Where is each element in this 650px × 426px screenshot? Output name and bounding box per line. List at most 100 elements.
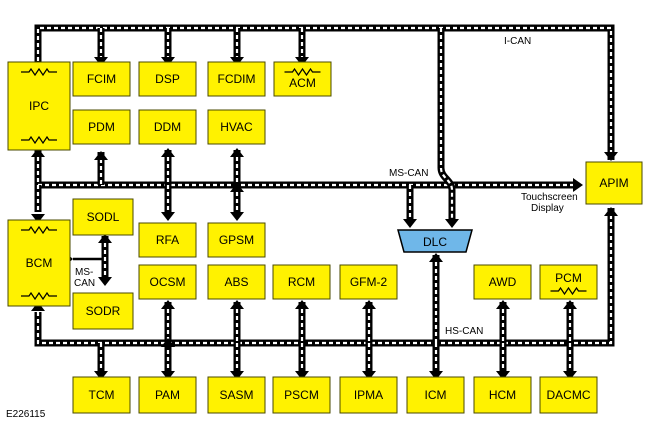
module-label-fcdim: FCDIM	[218, 72, 256, 86]
module-box-pdm	[72, 109, 131, 145]
module-box-gfm2	[339, 264, 398, 300]
module-box-dacmc	[539, 376, 598, 414]
module-label-sodl: SODL	[87, 210, 120, 224]
dlc-label: DLC	[423, 235, 447, 249]
module-pscm: PSCM	[272, 376, 331, 414]
arrow-awd	[496, 300, 510, 309]
module-box-pam	[138, 376, 197, 414]
touchscreen-label-line1: Touchscreen	[521, 192, 578, 203]
arrow-ddm	[161, 148, 175, 157]
module-label-sodr: SODR	[86, 304, 121, 318]
module-box-apim	[585, 161, 643, 205]
module-sasm: SASM	[207, 376, 266, 414]
module-sodl: SODL	[72, 198, 134, 236]
terminating-resistor-icon	[284, 67, 321, 77]
module-box-bcm	[7, 219, 71, 307]
module-box-hcm	[473, 376, 532, 414]
module-box-sodl	[72, 198, 134, 236]
module-label-hvac: HVAC	[220, 120, 253, 134]
module-box-hvac	[207, 109, 266, 145]
module-label-acm: ACM	[289, 76, 316, 90]
arrow-bcm-top	[31, 214, 45, 223]
module-ipma: IPMA	[339, 376, 398, 414]
arrow-rcm	[295, 300, 309, 309]
module-ddm: DDM	[138, 109, 197, 145]
arrow-sasm	[230, 371, 244, 380]
module-pdm: PDM	[72, 109, 131, 145]
terminating-resistor-icon	[550, 286, 587, 296]
module-dacmc: DACMC	[539, 376, 598, 414]
module-box-ipc	[7, 61, 71, 151]
module-fcdim: FCDIM	[207, 61, 266, 97]
module-box-sodr	[72, 292, 134, 330]
ms-can-local-label: MS- CAN	[74, 267, 96, 289]
module-tcm: TCM	[72, 376, 131, 414]
module-label-awd: AWD	[489, 275, 517, 289]
figure-id: E226115	[6, 409, 46, 420]
module-pam: PAM	[138, 376, 197, 414]
module-gpsm: GPSM	[207, 222, 266, 258]
touchscreen-label: Touchscreen Display	[521, 192, 580, 214]
arrow-hcm	[496, 371, 510, 380]
module-apim: APIM	[585, 161, 643, 205]
module-box-fcim	[72, 61, 131, 97]
module-label-hcm: HCM	[489, 388, 516, 402]
module-fcim: FCIM	[72, 61, 131, 97]
arrow-apim-bottom	[604, 207, 618, 216]
arrow-sodr-link	[98, 277, 112, 286]
module-label-bcm: BCM	[26, 256, 53, 270]
module-box-ipma	[339, 376, 398, 414]
module-ocsm: OCSM	[138, 264, 197, 300]
module-label-sasm: SASM	[219, 388, 253, 402]
ms-can-local-label-line2: CAN	[74, 278, 95, 289]
module-sodr: SODR	[72, 292, 134, 330]
module-label-ddm: DDM	[154, 120, 181, 134]
module-label-pam: PAM	[155, 388, 180, 402]
module-ipc: IPC	[7, 61, 71, 151]
ms-can-bus	[34, 150, 578, 189]
arrow-gfm2	[362, 300, 376, 309]
arrow-ocsm	[161, 300, 175, 309]
module-label-pdm: PDM	[88, 120, 115, 134]
ms-can-drops	[34, 150, 414, 220]
module-label-ipma: IPMA	[354, 388, 383, 402]
arrow-ipma	[362, 371, 376, 380]
touchscreen-label-line2: Display	[531, 203, 564, 214]
module-box-gpsm	[207, 222, 266, 258]
module-label-rfa: RFA	[156, 233, 179, 247]
module-box-rcm	[272, 264, 331, 300]
module-label-gpsm: GPSM	[219, 233, 254, 247]
arrow-dlc-ms	[403, 219, 417, 228]
module-rcm: RCM	[272, 264, 331, 300]
module-icm: ICM	[406, 376, 465, 414]
module-label-tcm: TCM	[89, 388, 115, 402]
module-box-fcdim	[207, 61, 266, 97]
arrow-icm	[429, 371, 443, 380]
module-box-ocsm	[138, 264, 197, 300]
module-bcm: BCM	[7, 219, 71, 307]
module-label-dsp: DSP	[155, 72, 180, 86]
module-awd: AWD	[473, 264, 532, 300]
arrow-pam	[161, 371, 175, 380]
module-hvac: HVAC	[207, 109, 266, 145]
arrow-gpsm	[230, 212, 244, 221]
module-box-ddm	[138, 109, 197, 145]
module-label-pcm: PCM	[555, 271, 582, 285]
arrow-pscm	[295, 371, 309, 380]
arrow-hvac	[230, 148, 244, 157]
hs-can-drops	[97, 343, 574, 374]
module-box-icm	[406, 376, 465, 414]
module-box-acm	[273, 61, 332, 97]
arrow-dlc-hs	[429, 253, 443, 262]
module-label-abs: ABS	[224, 275, 248, 289]
arrow-apim-ms	[573, 178, 583, 192]
i-can-label: I-CAN	[504, 36, 531, 47]
module-label-gfm2: GFM-2	[350, 275, 388, 289]
terminating-resistor-icon	[21, 225, 57, 235]
module-gfm2: GFM-2	[339, 264, 398, 300]
terminating-resistor-icon	[21, 291, 57, 301]
module-box-rfa	[138, 222, 197, 258]
arrow-dacmc	[563, 371, 577, 380]
